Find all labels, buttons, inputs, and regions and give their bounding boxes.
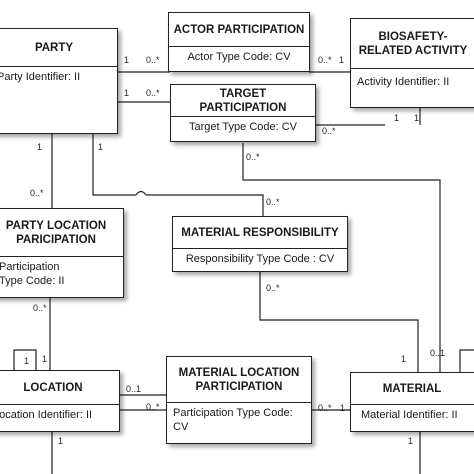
entity-location: LOCATION Location Identifier: II bbox=[0, 370, 120, 432]
multiplicity-label: 1 bbox=[37, 142, 43, 152]
multiplicity-label: 1 bbox=[394, 113, 400, 123]
multiplicity-label: 1 bbox=[339, 55, 345, 65]
multiplicity-label: 0..* bbox=[318, 403, 332, 413]
multiplicity-label: 0..* bbox=[318, 55, 332, 65]
multiplicity-label: 1 bbox=[414, 113, 420, 123]
multiplicity-label: 1 bbox=[24, 356, 30, 366]
entity-name: PARTY LOCATION PARICIPATION bbox=[0, 209, 123, 257]
entity-attribute: Participation Type Code: CV bbox=[173, 407, 293, 433]
multiplicity-label: 0..* bbox=[246, 152, 260, 162]
multiplicity-label: 0..* bbox=[322, 126, 336, 136]
multiplicity-label: 0..* bbox=[146, 402, 160, 412]
multiplicity-label: 0..1 bbox=[126, 384, 142, 394]
entity-name: ACTOR PARTICIPATION bbox=[169, 13, 309, 47]
multiplicity-label: 0..* bbox=[266, 197, 280, 207]
entity-attribute: Responsibility Type Code : CV bbox=[185, 253, 335, 265]
entity-material-responsibility: MATERIAL RESPONSIBILITY Responsibility T… bbox=[172, 216, 348, 272]
entity-material-location-participation: MATERIAL LOCATION PARTICIPATION Particip… bbox=[166, 356, 312, 444]
entity-name: PARTY bbox=[0, 29, 117, 67]
multiplicity-label: 1 bbox=[98, 142, 104, 152]
entity-name: MATERIAL bbox=[351, 373, 474, 405]
entity-name: BIOSAFETY-RELATED ACTIVITY bbox=[351, 19, 474, 69]
multiplicity-label: 1 bbox=[124, 88, 130, 98]
entity-actor-participation: ACTOR PARTICIPATION Actor Type Code: CV bbox=[168, 12, 310, 72]
multiplicity-label: 0..* bbox=[30, 188, 44, 198]
multiplicity-label: 0..* bbox=[33, 303, 47, 313]
multiplicity-label: 1 bbox=[42, 354, 48, 364]
entity-name: TARGET PARTICIPATION bbox=[171, 85, 315, 117]
entity-attribute: Material Identifier: II bbox=[361, 409, 458, 421]
entity-attribute: Location Identifier: II bbox=[0, 409, 93, 421]
multiplicity-label: 1 bbox=[340, 403, 346, 413]
entity-attribute: Activity Identifier: II bbox=[357, 76, 450, 88]
multiplicity-label: 1 bbox=[401, 354, 407, 364]
entity-attribute: Actor Type Code: CV bbox=[187, 51, 291, 63]
multiplicity-label: 1 bbox=[124, 55, 130, 65]
entity-biosafety-activity: BIOSAFETY-RELATED ACTIVITY Activity Iden… bbox=[350, 18, 474, 108]
entity-party: PARTY Party Identifier: II bbox=[0, 28, 118, 134]
entity-attribute: Party Identifier: II bbox=[0, 71, 81, 83]
entity-material: MATERIAL Material Identifier: II bbox=[350, 372, 474, 432]
entity-party-location-participation: PARTY LOCATION PARICIPATION Participatio… bbox=[0, 208, 124, 298]
entity-target-participation: TARGET PARTICIPATION Target Type Code: C… bbox=[170, 84, 316, 142]
multiplicity-label: 0..1 bbox=[430, 348, 446, 358]
multiplicity-label: 0..* bbox=[146, 88, 160, 98]
multiplicity-label: 1 bbox=[408, 436, 414, 446]
multiplicity-label: 0..* bbox=[146, 55, 160, 65]
entity-name: MATERIAL LOCATION PARTICIPATION bbox=[167, 357, 311, 403]
entity-attribute: Participation Type Code: II bbox=[0, 261, 65, 287]
multiplicity-label: 0..* bbox=[266, 283, 280, 293]
entity-name: MATERIAL RESPONSIBILITY bbox=[173, 217, 347, 249]
entity-name: LOCATION bbox=[0, 371, 119, 405]
entity-attribute: Target Type Code: CV bbox=[188, 121, 298, 133]
multiplicity-label: 1 bbox=[58, 436, 64, 446]
